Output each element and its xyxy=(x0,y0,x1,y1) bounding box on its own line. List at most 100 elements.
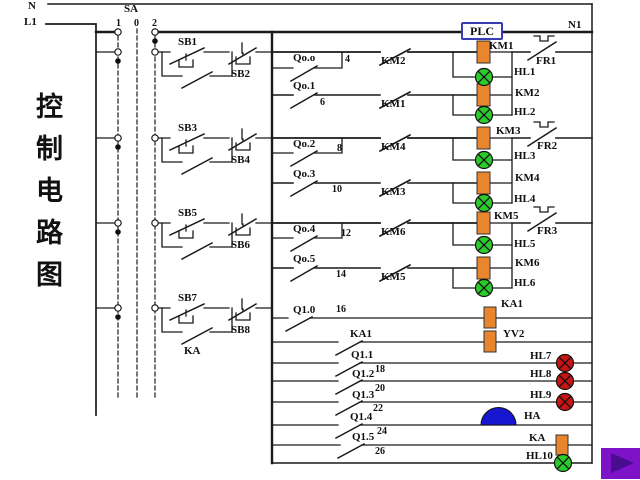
sb8-label: SB8 xyxy=(231,324,250,336)
km3-contact-label: KM3 xyxy=(381,186,406,198)
q0-5-label: Qo.5 xyxy=(293,253,316,265)
cn-5-label: 图 xyxy=(36,260,63,290)
sa-position-dots xyxy=(115,38,158,320)
hl5-lamp xyxy=(474,235,494,255)
sa-switch-label: SA xyxy=(124,3,139,15)
ka1-coil-shape xyxy=(483,306,497,329)
hl4-lamp xyxy=(474,193,494,213)
wire-24-label: 24 xyxy=(377,426,387,437)
sa-pos-2-label: 2 xyxy=(152,18,157,29)
l1-wire-label: L1 xyxy=(24,16,37,28)
hl3-label: HL3 xyxy=(514,150,536,162)
cn-2-label: 制 xyxy=(36,134,63,164)
hl9-lamp xyxy=(555,392,575,412)
q1-0-label: Q1.0 xyxy=(293,304,316,316)
wire-16-label: 16 xyxy=(336,304,346,315)
q0-0-label: Qo.o xyxy=(293,52,316,64)
km2-contact-label: KM2 xyxy=(381,55,406,67)
q0-2-label: Qo.2 xyxy=(293,138,316,150)
km4-coil-label: KM4 xyxy=(515,172,540,184)
fr2-label: FR2 xyxy=(537,140,558,152)
sb7-label: SB7 xyxy=(178,292,197,304)
sb2-label: SB2 xyxy=(231,68,250,80)
buzzer-ha-shape xyxy=(480,407,517,426)
km4-coil-shape xyxy=(476,171,491,195)
hl2-label: HL2 xyxy=(514,106,536,118)
sa-pos-0-label: 0 xyxy=(134,18,139,29)
sa-pos-1-label: 1 xyxy=(116,18,121,29)
sb5-label: SB5 xyxy=(178,207,197,219)
hl4-label: HL4 xyxy=(514,193,536,205)
km6-coil-label: KM6 xyxy=(515,257,540,269)
yv2-coil-shape xyxy=(483,330,497,353)
hl3-lamp xyxy=(474,150,494,170)
slide-play-button[interactable] xyxy=(601,448,640,479)
wire-20-label: 20 xyxy=(375,383,385,394)
fr3-label: FR3 xyxy=(537,225,558,237)
q0-1-label: Qo.1 xyxy=(293,80,316,92)
wire-22-label: 22 xyxy=(373,403,383,414)
play-icon xyxy=(611,453,634,473)
cn-1-label: 控 xyxy=(36,92,63,122)
km4-contact-label: KM4 xyxy=(381,141,406,153)
sa-contact-circles xyxy=(114,28,159,312)
sa-position-lines xyxy=(117,28,156,399)
hl8-lamp xyxy=(555,371,575,391)
plc-box: PLC xyxy=(461,22,503,40)
q1-4-label: Q1.4 xyxy=(350,411,373,423)
km5-coil-label: KM5 xyxy=(494,210,519,222)
hl1-lamp xyxy=(474,67,494,87)
ka-coil-shape xyxy=(555,434,569,456)
ka-latch-contact-label: KA xyxy=(184,345,201,357)
km6-contact-label: KM6 xyxy=(381,226,406,238)
q1-3-label: Q1.3 xyxy=(352,389,375,401)
sb1-label: SB1 xyxy=(178,36,197,48)
yv2-coil-label: YV2 xyxy=(503,328,525,340)
wire-26-label: 26 xyxy=(375,446,385,457)
wire-4-label: 4 xyxy=(345,54,350,65)
cn-4-label: 路 xyxy=(36,218,63,248)
ka1-coil-label: KA1 xyxy=(501,298,523,310)
km3-coil-label: KM3 xyxy=(496,125,521,137)
km6-coil-shape xyxy=(476,256,491,280)
ka1-contact-label: KA1 xyxy=(350,328,372,340)
wire-6-label: 6 xyxy=(320,97,325,108)
wire-12-label: 12 xyxy=(341,228,351,239)
hl5-label: HL5 xyxy=(514,238,536,250)
q1-1-label: Q1.1 xyxy=(351,349,374,361)
wire-8-label: 8 xyxy=(337,143,342,154)
l1-bus xyxy=(45,23,97,416)
hl10-lamp xyxy=(553,453,573,473)
km1-contact-label: KM1 xyxy=(381,98,406,110)
q0-4-label: Qo.4 xyxy=(293,223,316,235)
q1-2-label: Q1.2 xyxy=(352,368,375,380)
n-wire-label: N xyxy=(28,0,36,12)
q0-3-label: Qo.3 xyxy=(293,168,316,180)
n1-wire-label: N1 xyxy=(568,19,582,31)
sb4-label: SB4 xyxy=(231,154,250,166)
km1-coil-shape xyxy=(476,40,491,64)
hl6-label: HL6 xyxy=(514,277,536,289)
km5-coil-shape xyxy=(476,211,491,235)
q1-5-label: Q1.5 xyxy=(352,431,375,443)
wire-14-label: 14 xyxy=(336,269,346,280)
km5-contact-label: KM5 xyxy=(381,271,406,283)
component-shapes xyxy=(474,40,575,473)
ha-buzzer-label: HA xyxy=(524,410,541,422)
hl1-label: HL1 xyxy=(514,66,536,78)
hl7-lamp xyxy=(555,353,575,373)
sb6-label: SB6 xyxy=(231,239,250,251)
hl6-lamp xyxy=(474,278,494,298)
hl8-label: HL8 xyxy=(530,368,552,380)
hl9-label: HL9 xyxy=(530,389,552,401)
hl10-label: HL10 xyxy=(526,450,553,462)
sb3-label: SB3 xyxy=(178,122,197,134)
km1-coil-label: KM1 xyxy=(489,40,514,52)
wire-18-label: 18 xyxy=(375,364,385,375)
ka-coil-label: KA xyxy=(529,432,546,444)
hl7-label: HL7 xyxy=(530,350,552,362)
km2-coil-label: KM2 xyxy=(515,87,540,99)
wire-10-label: 10 xyxy=(332,184,342,195)
